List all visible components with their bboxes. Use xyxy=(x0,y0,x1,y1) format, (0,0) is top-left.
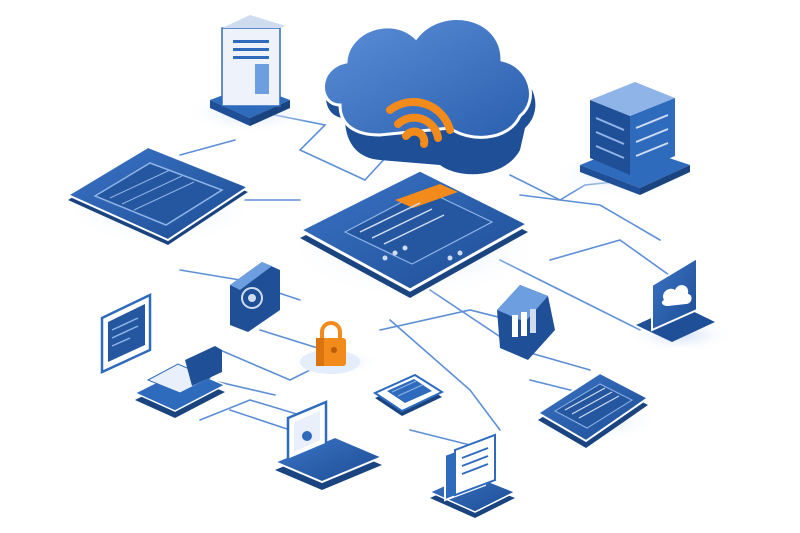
tablet-icon xyxy=(65,145,251,245)
dashboard-panel-icon xyxy=(536,371,650,448)
security-badge-icon xyxy=(230,262,280,332)
desktop-icon xyxy=(272,400,385,490)
keyboard-icon xyxy=(372,373,445,416)
cloud-wifi-icon xyxy=(322,17,536,175)
padlock-icon xyxy=(300,321,360,374)
central-hub-icon xyxy=(296,168,532,298)
laptop-icon xyxy=(133,346,227,418)
cloud-screen-icon xyxy=(636,256,715,342)
server-rack-icon xyxy=(580,82,690,195)
server-tower-icon xyxy=(210,15,290,126)
document-stack-icon xyxy=(428,433,517,518)
storage-box-icon xyxy=(497,285,555,360)
monitor-icon xyxy=(100,293,152,374)
